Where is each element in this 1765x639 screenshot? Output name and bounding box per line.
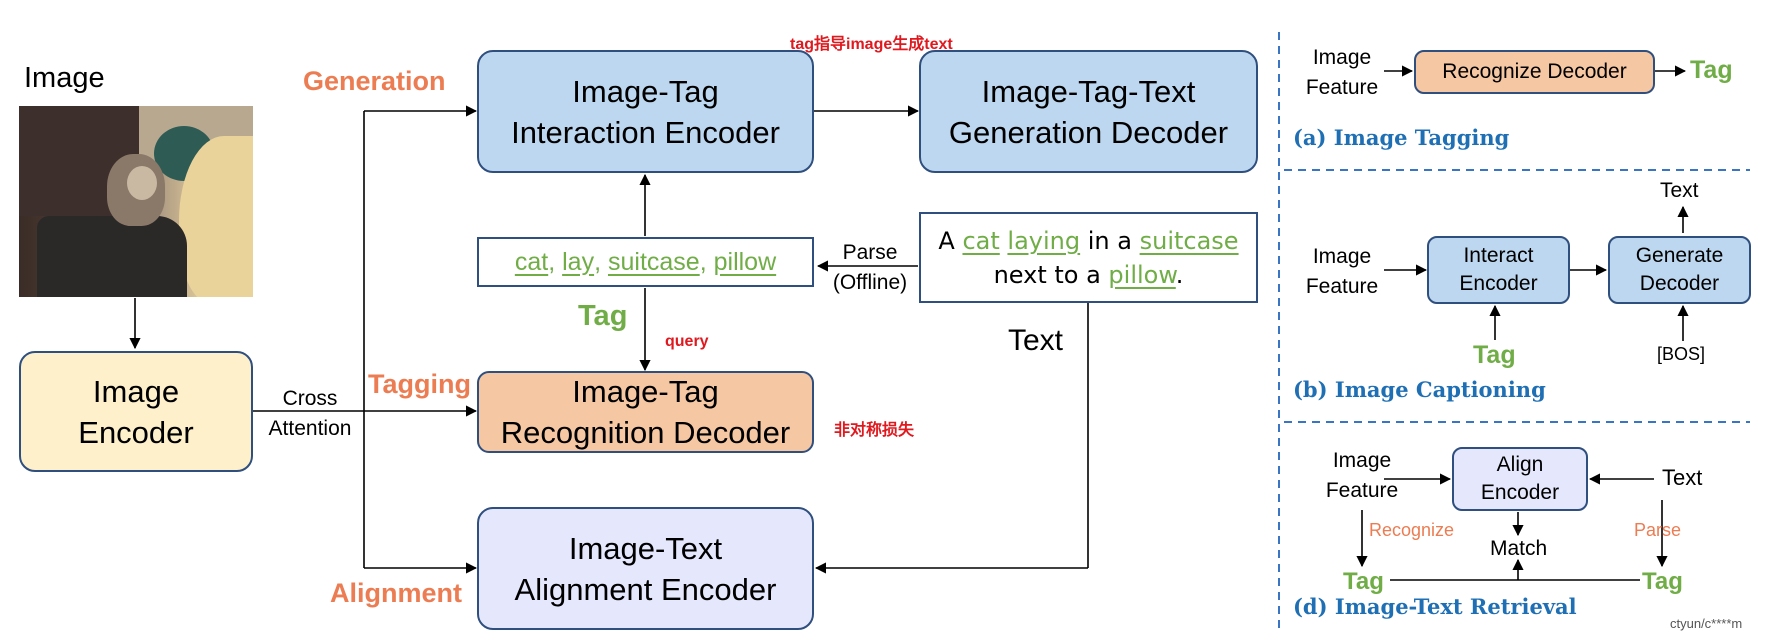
align-encoder-line1: Align xyxy=(1496,453,1544,476)
caption-prefix: A xyxy=(938,227,963,255)
parse-line1: Parse xyxy=(842,241,898,264)
cat-photo xyxy=(19,106,253,297)
tag-word-lay: lay xyxy=(562,247,595,276)
generation-decoder-line2: Generation Decoder xyxy=(948,114,1229,150)
cross-attention-line2: Attention xyxy=(268,417,352,440)
tag-label: Tag xyxy=(578,300,628,332)
generate-decoder-line1: Generate xyxy=(1635,244,1724,267)
parse-line2: (Offline) xyxy=(832,271,908,294)
align-encoder-box: Align Encoder xyxy=(1452,447,1588,511)
tag-sep-1: , xyxy=(548,247,563,276)
recognize-decoder-label: Recognize Decoder xyxy=(1442,60,1627,83)
panel-a-title: (a) Image Tagging xyxy=(1293,125,1510,150)
generation-decoder-box: Image-Tag-Text Generation Decoder xyxy=(919,50,1258,173)
panel-a-output-tag: Tag xyxy=(1690,56,1733,84)
panel-d-parse: Parse xyxy=(1634,520,1682,540)
interact-encoder-line1: Interact xyxy=(1463,244,1534,267)
image-label: Image xyxy=(24,62,105,94)
generation-decoder-line1: Image-Tag-Text xyxy=(981,73,1196,109)
caption-word-pillow: pillow xyxy=(1108,261,1176,289)
tag-sep-3: , xyxy=(699,247,714,276)
alignment-label: Alignment xyxy=(330,578,462,608)
guidance-annotation: tag指导image生成text xyxy=(790,36,953,53)
panel-a-input: Image Feature xyxy=(1300,43,1384,103)
panel-d-recognize: Recognize xyxy=(1369,520,1455,540)
panel-d-input: Image Feature xyxy=(1320,446,1404,506)
panel-d-tag-right: Tag xyxy=(1642,568,1683,595)
loss-annotation: 非对称损失 xyxy=(834,422,915,439)
panel-d-input-line1: Image xyxy=(1332,449,1392,472)
image-encoder-line1: Image xyxy=(92,373,180,409)
panel-d-match: Match xyxy=(1490,537,1548,560)
alignment-encoder-line2: Alignment Encoder xyxy=(514,571,777,607)
tag-word-suitcase: suitcase xyxy=(607,247,700,276)
panel-d-input-line2: Feature xyxy=(1325,479,1399,502)
tags-box: cat, lay, suitcase, pillow xyxy=(477,237,814,287)
text-label: Text xyxy=(1008,324,1064,357)
caption-in-a: in a xyxy=(1080,227,1140,255)
interact-encoder-box: Interact Encoder xyxy=(1427,236,1570,304)
interact-encoder-line2: Encoder xyxy=(1459,272,1538,295)
watermark: ctyun/c****m xyxy=(1670,616,1743,631)
tag-word-pillow: pillow xyxy=(713,247,777,276)
interaction-encoder-line2: Interaction Encoder xyxy=(511,114,780,150)
panel-d-tag-left: Tag xyxy=(1343,568,1384,595)
interaction-encoder-box: Image-Tag Interaction Encoder xyxy=(477,50,814,173)
tag-sep-2: , xyxy=(594,247,608,276)
generation-label: Generation xyxy=(303,66,446,96)
caption-word-laying: laying xyxy=(1007,227,1081,255)
panel-a-input-line2: Feature xyxy=(1305,76,1379,99)
generate-decoder-line2: Decoder xyxy=(1639,272,1720,295)
recognition-decoder-box: Image-Tag Recognition Decoder xyxy=(477,371,814,453)
panel-b-input: Image Feature xyxy=(1300,242,1384,302)
panel-b-tag: Tag xyxy=(1473,341,1516,369)
panel-b-input-line1: Image xyxy=(1312,245,1372,268)
panel-b-title: (b) Image Captioning xyxy=(1293,377,1546,402)
caption-box: A cat laying in a suitcase next to a pil… xyxy=(919,212,1258,303)
alignment-encoder-line1: Image-Text xyxy=(568,530,723,566)
caption-next-to-a: next to a xyxy=(993,261,1109,289)
caption-period: . xyxy=(1175,261,1184,289)
parse-label: Parse (Offline) xyxy=(820,238,920,298)
tagging-label: Tagging xyxy=(368,369,471,399)
caption-word-cat: cat xyxy=(962,227,1000,255)
image-encoder-line2: Encoder xyxy=(78,414,194,450)
query-annotation: query xyxy=(665,333,709,350)
recognition-decoder-line1: Image-Tag xyxy=(572,374,719,409)
panel-a-input-line1: Image xyxy=(1312,46,1372,69)
recognition-decoder-line2: Recognition Decoder xyxy=(500,415,791,450)
panel-b-input-line2: Feature xyxy=(1305,275,1379,298)
caption-word-suitcase: suitcase xyxy=(1139,227,1239,255)
cross-attention-label: Cross Attention xyxy=(256,384,364,444)
panel-d-text: Text xyxy=(1662,465,1703,490)
image-encoder-box: Image Encoder xyxy=(19,351,253,472)
cross-attention-line1: Cross xyxy=(282,387,338,410)
tag-word-cat: cat xyxy=(514,247,549,276)
recognize-decoder-box: Recognize Decoder xyxy=(1414,50,1655,94)
interaction-encoder-line1: Image-Tag xyxy=(572,73,719,109)
alignment-encoder-box: Image-Text Alignment Encoder xyxy=(477,507,814,630)
generate-decoder-box: Generate Decoder xyxy=(1608,236,1751,304)
panel-d-title: (d) Image-Text Retrieval xyxy=(1293,594,1577,619)
panel-b-bos: [BOS] xyxy=(1657,344,1706,364)
align-encoder-line2: Encoder xyxy=(1480,481,1560,504)
panel-b-output-text: Text xyxy=(1660,179,1699,202)
